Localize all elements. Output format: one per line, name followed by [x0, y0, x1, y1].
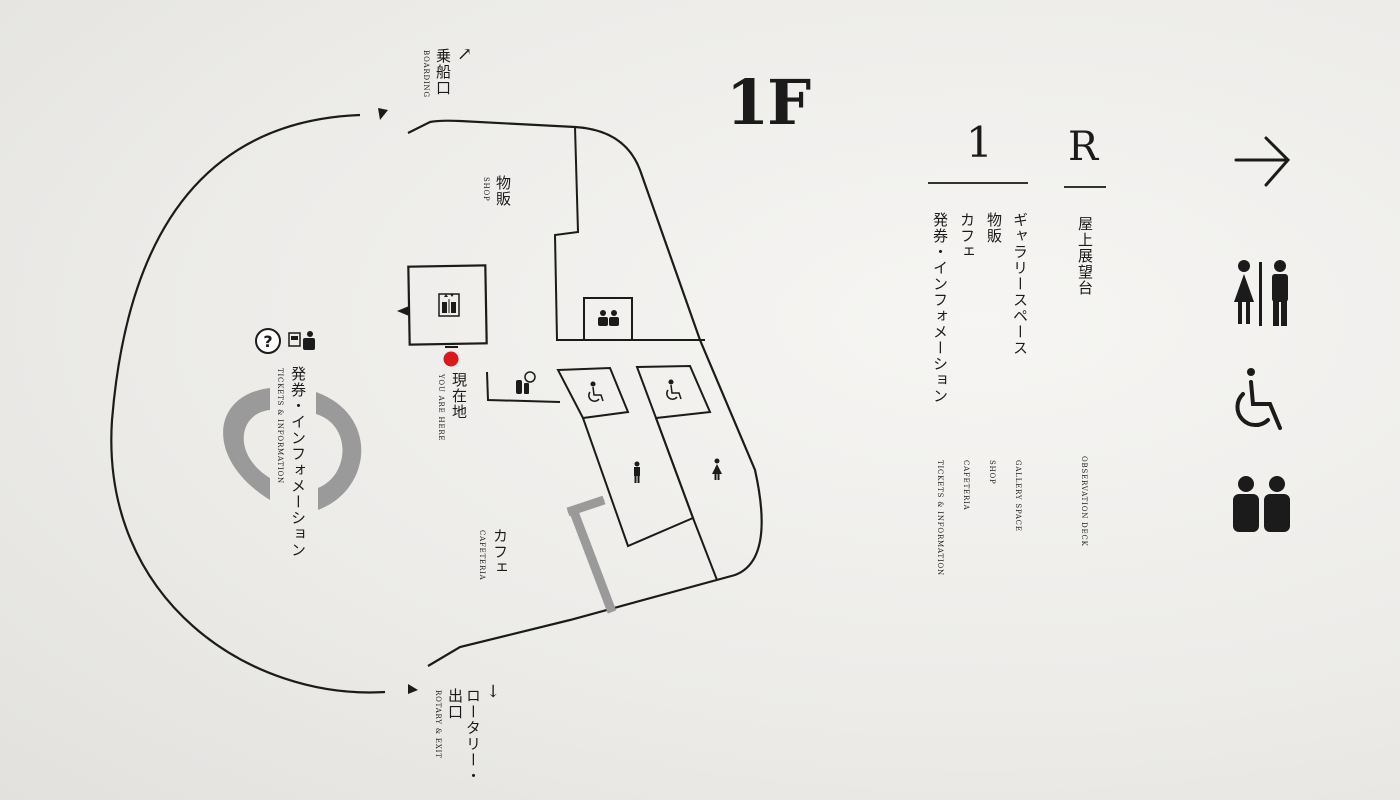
boarding-label-en: BOARDING: [422, 50, 430, 98]
you-are-here-marker: [443, 351, 459, 367]
cafeteria-label-en: CAFETERIA: [478, 530, 486, 581]
directory-entry-gallery-en: GALLERY SPACE: [1014, 460, 1022, 532]
directory-entry-tickets-en: TICKETS & INFORMATION: [936, 460, 944, 576]
svg-text:?: ?: [263, 332, 272, 351]
directory-entry-shop-en: SHOP: [988, 460, 996, 485]
shop-label: 物販: [494, 175, 512, 207]
directory-entry-tickets: 発券・インフォメーション: [931, 212, 949, 404]
tickets-label: 発券・インフォメーション: [289, 366, 307, 558]
ticket-counter-icon: [288, 331, 315, 350]
terminal-outline: [110, 113, 386, 694]
nursing-room-icon: [598, 310, 619, 326]
exit-label-en: ROTARY & EXIT: [434, 690, 442, 759]
boarding-entrance-marker: [378, 108, 388, 120]
building-outline: [407, 119, 763, 667]
directory-floor-1-rule: [928, 182, 1028, 184]
directory-floor-r-rule: [1064, 186, 1106, 188]
exit-arrow: ↓: [486, 682, 501, 702]
you-are-here-label: 現在地: [450, 372, 468, 420]
directory-entry-gallery: ギャラリースペース: [1011, 212, 1029, 356]
boarding-label: 乗船口: [434, 48, 452, 96]
directory-entry-cafeteria-en: CAFETERIA: [962, 460, 970, 511]
cafeteria-label: カフェ: [491, 528, 509, 576]
floor-label: 1F: [726, 66, 811, 139]
directory-entry-observation: 屋上展望台: [1076, 216, 1094, 296]
directory-entry-cafeteria: カフェ: [958, 212, 976, 260]
boarding-arrow: ↗: [457, 44, 473, 65]
exit-label-line2: 出口: [446, 688, 464, 720]
wheelchair-icon: [666, 379, 682, 400]
information-counter: [223, 388, 362, 510]
counter-wall: [566, 495, 617, 614]
directory-floor-r-heading: R: [1068, 124, 1099, 170]
information-icon: ?: [255, 328, 281, 354]
women-icon: [712, 458, 722, 480]
elevator-icon: [438, 293, 460, 317]
exit-label-line1: ロータリー・: [464, 688, 482, 784]
you-are-here-label-en: YOU ARE HERE: [437, 374, 445, 442]
exit-entrance-marker: [408, 684, 418, 694]
tickets-label-en: TICKETS & INFORMATION: [276, 368, 284, 484]
men-icon: [634, 461, 640, 483]
fire-extinguisher-icon: [516, 371, 536, 394]
shop-label-en: SHOP: [482, 177, 490, 202]
nursing-room: [583, 297, 633, 341]
wheelchair-icon: [588, 381, 604, 402]
directory-entry-observation-en: OBSERVATION DECK: [1080, 456, 1088, 547]
directory-floor-1-heading: 1: [966, 118, 993, 167]
interior-walls: [486, 126, 718, 581]
elevator-room: [407, 264, 488, 346]
elevator-entrance-marker: [397, 306, 409, 316]
directory-entry-shop: 物販: [985, 212, 1003, 244]
